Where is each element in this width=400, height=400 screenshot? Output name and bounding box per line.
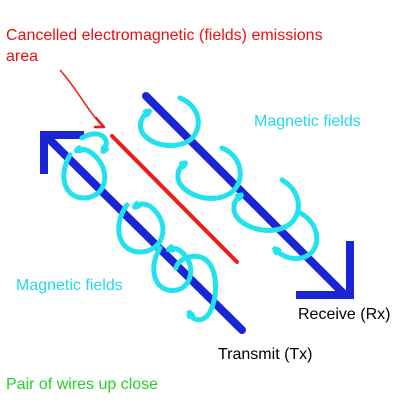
receive-label: Receive (Rx) [298, 306, 391, 323]
field-loop-icon [173, 253, 218, 323]
transmit-label: Transmit (Tx) [218, 346, 313, 363]
field-loop-icon [61, 149, 108, 201]
footer-caption: Pair of wires up close [6, 376, 159, 393]
receive-wire-line [142, 92, 349, 299]
pointer-arrow-icon [59, 69, 106, 129]
transmit-wire-line [46, 136, 246, 334]
title-line-1: Cancelled electromagnetic (fields) emiss… [6, 27, 323, 44]
transmit-field-loops [61, 131, 218, 323]
receive-wire [142, 92, 354, 299]
field-loop-icon [276, 209, 320, 261]
field-loop-icon [231, 177, 301, 233]
transmit-arrowhead-icon [40, 131, 84, 174]
field-loop-icon [79, 131, 106, 150]
field-loop-icon [137, 95, 201, 149]
title-line-2: area [6, 48, 39, 65]
field-loop-icon [116, 204, 166, 255]
magnetic-fields-label-right: Magnetic fields [254, 113, 361, 130]
transmit-wire [40, 131, 246, 334]
receive-arrowhead-icon [296, 241, 354, 299]
cancellation-line [110, 134, 239, 264]
field-loop-icon [151, 248, 194, 293]
field-loop-icon [175, 145, 243, 201]
receive-field-loops [137, 95, 320, 261]
magnetic-fields-label-left: Magnetic fields [16, 277, 123, 294]
